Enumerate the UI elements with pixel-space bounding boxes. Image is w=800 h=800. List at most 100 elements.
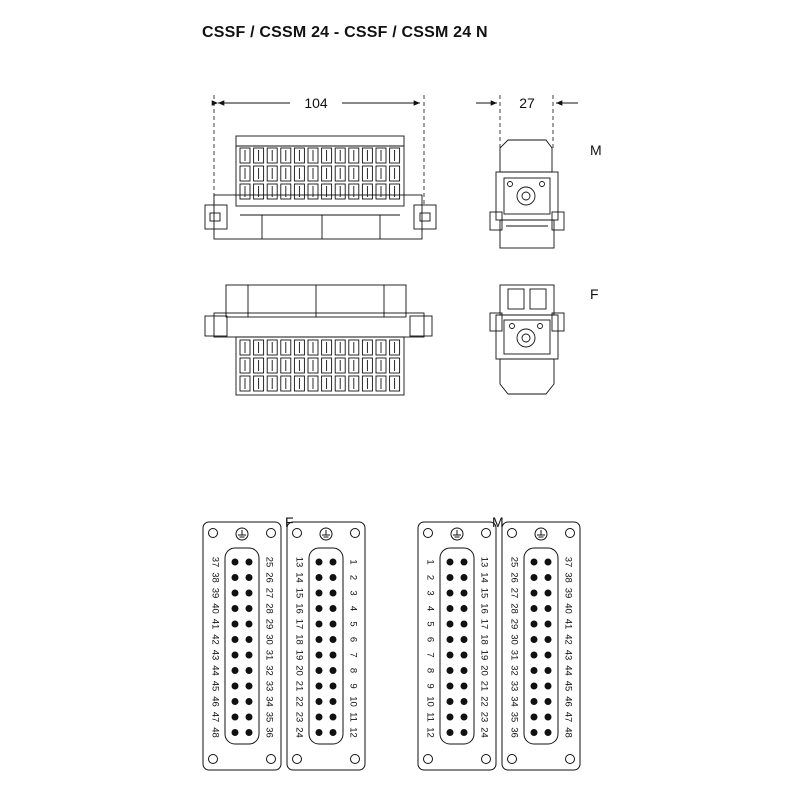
contact-pin	[231, 605, 239, 612]
contact-pin	[245, 558, 253, 566]
contact-pin	[530, 620, 538, 628]
contact-pin	[544, 620, 552, 628]
male-pinout-label: M	[492, 514, 504, 530]
contact-pin	[530, 713, 538, 721]
contact-pin	[446, 589, 454, 597]
pin-number: 32	[508, 665, 519, 676]
contact-pin	[460, 636, 468, 643]
pin-number: 19	[293, 650, 304, 661]
contact-pin	[460, 698, 468, 705]
pin-number: 21	[478, 681, 489, 692]
mounting-hole	[423, 528, 433, 538]
pin-number: 26	[508, 572, 519, 583]
pin-number: 39	[209, 588, 220, 599]
pin-number: 37	[209, 557, 220, 568]
contact-pin	[446, 667, 454, 674]
earth-icon	[235, 527, 249, 541]
pin-number: 22	[293, 696, 304, 707]
contact-pin	[245, 713, 253, 721]
contact-pin	[446, 636, 454, 643]
pin-number: 44	[562, 665, 573, 676]
pin-number: 42	[209, 634, 220, 645]
pin-number: 4	[424, 606, 435, 611]
contact-pin	[460, 682, 468, 690]
pin-number: 17	[293, 619, 304, 630]
contact-pin	[231, 729, 239, 736]
pin-number: 13	[478, 557, 489, 568]
contact-pin	[544, 698, 552, 705]
pin-number: 37	[562, 557, 573, 568]
mounting-hole	[266, 754, 276, 764]
contact-pin	[329, 620, 337, 628]
pin-number: 6	[424, 637, 435, 642]
contact-pin	[329, 667, 337, 674]
contact-pin	[460, 605, 468, 612]
pin-number: 9	[424, 683, 435, 688]
mounting-hole	[292, 754, 302, 764]
contact-pin	[315, 713, 323, 721]
pin-number: 46	[562, 696, 573, 707]
pin-number: 48	[562, 727, 573, 738]
mounting-hole	[208, 754, 218, 764]
earth-icon	[534, 527, 548, 541]
female-pinout-label: F	[285, 514, 294, 530]
pin-number: 4	[347, 606, 358, 611]
mounting-hole	[565, 528, 575, 538]
contact-pin	[329, 682, 337, 690]
contact-pin	[329, 651, 337, 659]
mounting-hole	[507, 528, 517, 538]
width-dimension-label: 104	[304, 95, 328, 111]
mounting-hole	[481, 754, 491, 764]
contact-pin	[530, 574, 538, 581]
pin-number: 11	[424, 712, 435, 722]
contact-pin	[245, 667, 253, 674]
contact-pin	[315, 574, 323, 581]
pin-number: 36	[263, 727, 274, 738]
pin-number: 9	[347, 683, 358, 688]
pin-number: 20	[478, 665, 489, 676]
pin-number: 20	[293, 665, 304, 676]
male-insert-end-view	[489, 139, 565, 249]
pin-number: 25	[508, 557, 519, 568]
pin-number: 27	[263, 588, 274, 599]
contact-pin	[329, 558, 337, 566]
contact-pin	[446, 682, 454, 690]
pin-number: 43	[209, 650, 220, 661]
contact-pin	[530, 682, 538, 690]
contact-pin	[231, 713, 239, 721]
contact-pin	[315, 605, 323, 612]
mounting-hole	[350, 528, 360, 538]
mounting-hole	[208, 528, 218, 538]
mounting-hole	[350, 754, 360, 764]
pin-number: 7	[347, 652, 358, 657]
pin-number: 40	[562, 603, 573, 614]
contact-pin	[446, 651, 454, 659]
pin-number: 30	[263, 634, 274, 645]
earth-icon	[450, 527, 464, 541]
mounting-hole	[565, 754, 575, 764]
contact-pin	[544, 589, 552, 597]
pin-number: 22	[478, 696, 489, 707]
pin-number: 47	[562, 712, 573, 723]
pin-number: 1	[347, 559, 358, 564]
contact-pin	[530, 605, 538, 612]
pin-number: 33	[263, 681, 274, 692]
pin-number: 45	[562, 681, 573, 692]
pin-number: 39	[562, 588, 573, 599]
contact-pin	[544, 558, 552, 566]
pin-number: 35	[508, 712, 519, 723]
pin-number: 29	[263, 619, 274, 630]
contact-pin	[245, 589, 253, 597]
contact-pin	[231, 589, 239, 597]
contact-pin	[329, 574, 337, 581]
contact-pin	[231, 574, 239, 581]
contact-pin	[315, 729, 323, 736]
pin-number: 28	[263, 603, 274, 614]
contact-pin	[245, 574, 253, 581]
contact-pin	[329, 729, 337, 736]
pin-number: 3	[424, 590, 435, 595]
contact-pin	[315, 620, 323, 628]
